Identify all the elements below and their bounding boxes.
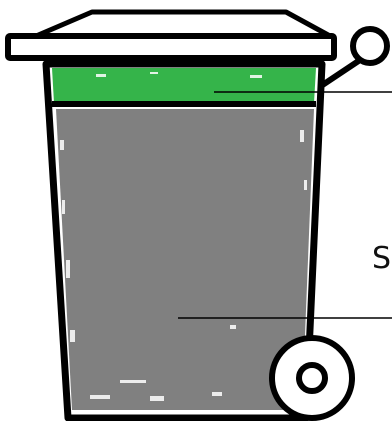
- partial-label: S: [372, 242, 391, 276]
- green-band: [52, 68, 316, 103]
- bin-lid-icon: [8, 36, 334, 58]
- bin-lid-top: [36, 12, 330, 36]
- wheel-icon: [272, 338, 352, 418]
